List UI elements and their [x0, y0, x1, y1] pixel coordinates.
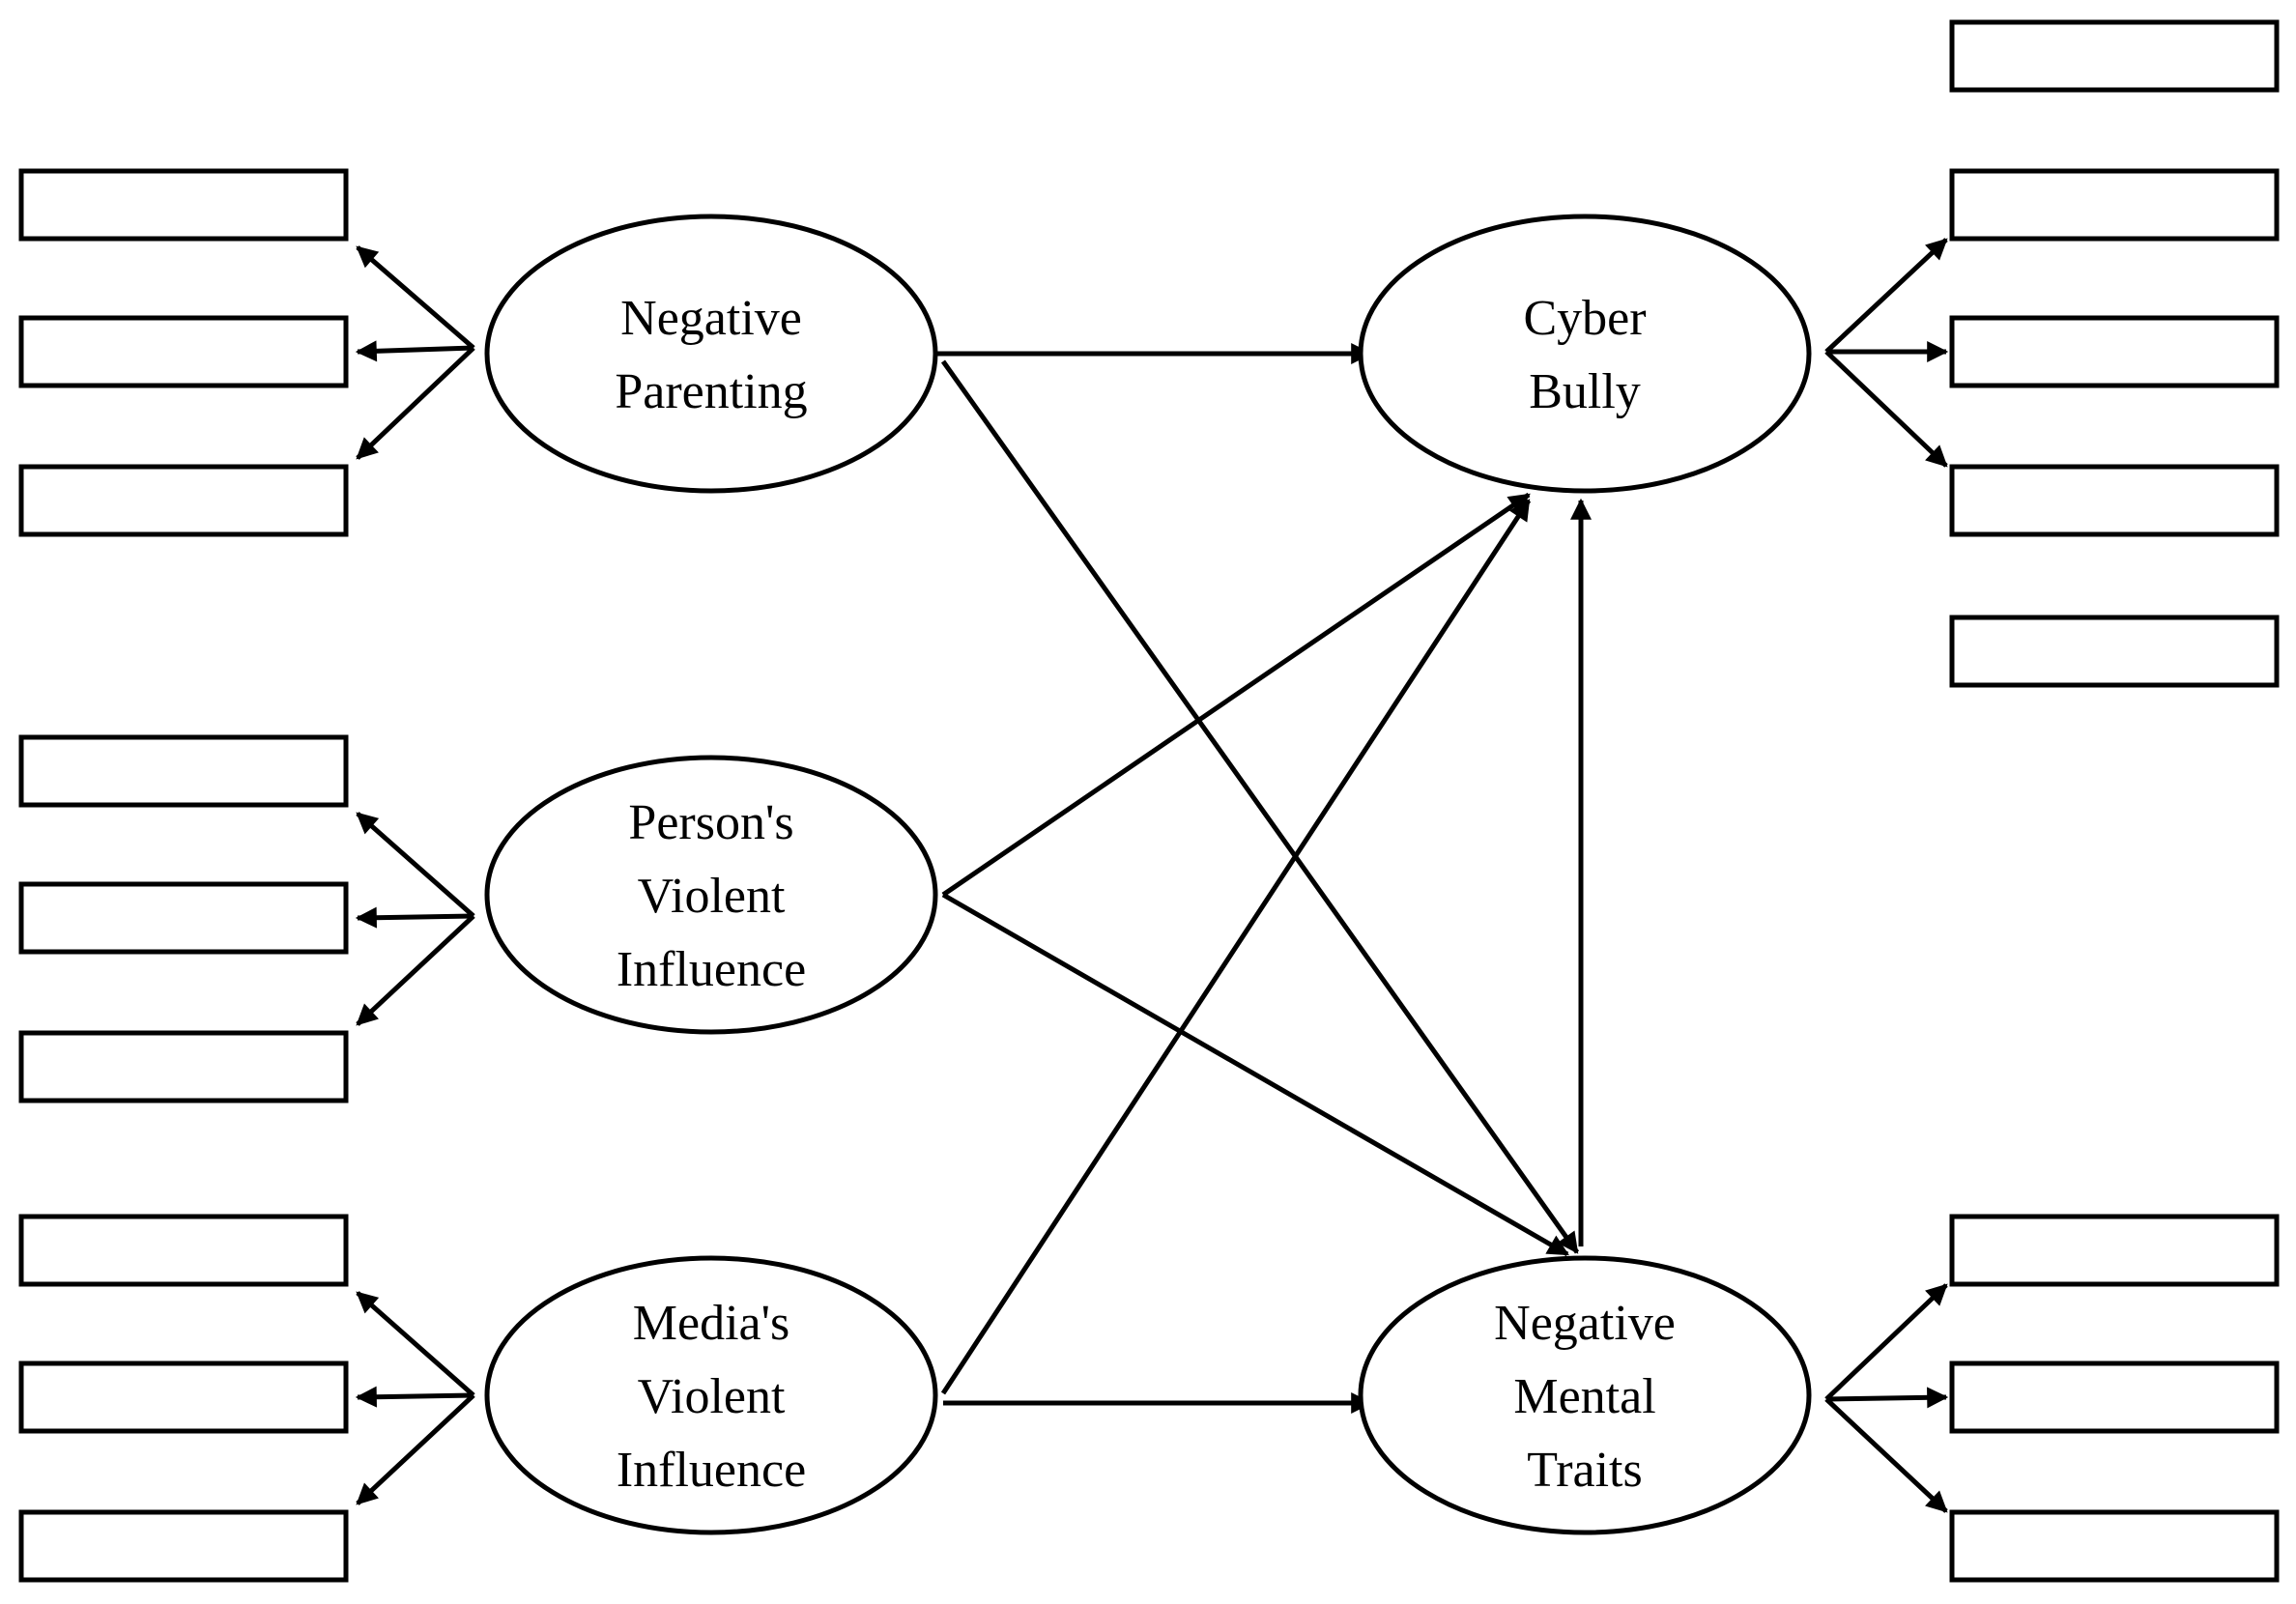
path-negative_parenting-to-negative_mental_traits	[940, 359, 1580, 1254]
latent-label-line: Violent	[638, 869, 786, 924]
latent-label-line: Influence	[617, 942, 806, 997]
loading-arrow-persons_violent_influence-3	[356, 914, 475, 1026]
latent-label-line: Bully	[1529, 364, 1641, 419]
latent-label-line: Influence	[617, 1443, 806, 1498]
latent-ellipse-negative_mental_traits	[1358, 1255, 1812, 1535]
latent-ellipse-negative_parenting	[484, 214, 938, 494]
latent-constructs: NegativeParentingPerson'sViolentInfluenc…	[484, 214, 1812, 1535]
loading-arrow-negative_parenting-3	[356, 346, 475, 460]
indicator-box-cyber_bully-2	[1949, 168, 2280, 242]
indicator-box-cyber_bully-1	[1949, 19, 2280, 93]
indicator-boxes	[18, 19, 2280, 1583]
path-medias_violent_influence-to-cyber_bully	[940, 499, 1532, 1395]
latent-label-line: Violent	[638, 1369, 786, 1424]
indicator-box-medias_violent_influence-2	[18, 1361, 349, 1434]
latent-ellipse-cyber_bully	[1358, 214, 1812, 494]
loading-arrow-medias_violent_influence-3	[356, 1393, 475, 1505]
indicator-box-negative_mental_traits-1	[1949, 1214, 2280, 1287]
indicator-box-negative_mental_traits-2	[1949, 1361, 2280, 1434]
indicator-box-negative_parenting-3	[18, 464, 349, 537]
loading-arrow-cyber_bully-2	[1824, 238, 1948, 354]
loading-arrow-medias_violent_influence-2	[355, 1386, 474, 1408]
loading-arrow-negative_parenting-1	[356, 245, 475, 350]
loading-arrow-medias_violent_influence-1	[356, 1291, 475, 1397]
latent-label-line: Negative	[1494, 1296, 1676, 1351]
structural-paths	[937, 343, 1592, 1414]
loading-arrow-persons_violent_influence-2	[355, 906, 474, 929]
path-persons_violent_influence-to-cyber_bully	[941, 492, 1531, 898]
loading-arrow-negative_mental_traits-1	[1824, 1283, 1948, 1401]
latent-label-line: Traits	[1527, 1443, 1642, 1498]
latent-label-line: Person's	[628, 795, 793, 850]
indicator-box-persons_violent_influence-2	[18, 881, 349, 955]
latent-label-line: Cyber	[1523, 291, 1646, 346]
indicator-box-medias_violent_influence-3	[18, 1509, 349, 1583]
indicator-box-persons_violent_influence-3	[18, 1030, 349, 1103]
latent-label-line: Parenting	[615, 364, 807, 419]
indicator-box-cyber_bully-5	[1949, 615, 2280, 688]
indicator-box-persons_violent_influence-1	[18, 734, 349, 808]
indicator-box-cyber_bully-3	[1949, 315, 2280, 388]
loading-arrow-cyber_bully-4	[1824, 350, 1948, 468]
path-persons_violent_influence-to-negative_mental_traits	[941, 892, 1569, 1257]
latent-label-line: Negative	[620, 291, 802, 346]
indicator-box-negative_parenting-1	[18, 168, 349, 242]
loading-arrow-persons_violent_influence-1	[356, 812, 475, 918]
latent-ellipse-medias_violent_influence	[484, 1255, 938, 1535]
indicator-box-negative_mental_traits-3	[1949, 1509, 2280, 1583]
latent-label-line: Media's	[633, 1296, 789, 1351]
latent-label-line: Mental	[1513, 1369, 1655, 1424]
loading-arrow-negative_mental_traits-3	[1824, 1397, 1948, 1513]
indicator-box-cyber_bully-4	[1949, 464, 2280, 537]
loading-arrow-negative_parenting-2	[355, 340, 474, 362]
indicator-box-medias_violent_influence-1	[18, 1214, 349, 1287]
latent-ellipse-persons_violent_influence	[484, 755, 938, 1035]
loading-arrow-negative_mental_traits-2	[1825, 1387, 1949, 1409]
indicator-box-negative_parenting-2	[18, 315, 349, 388]
